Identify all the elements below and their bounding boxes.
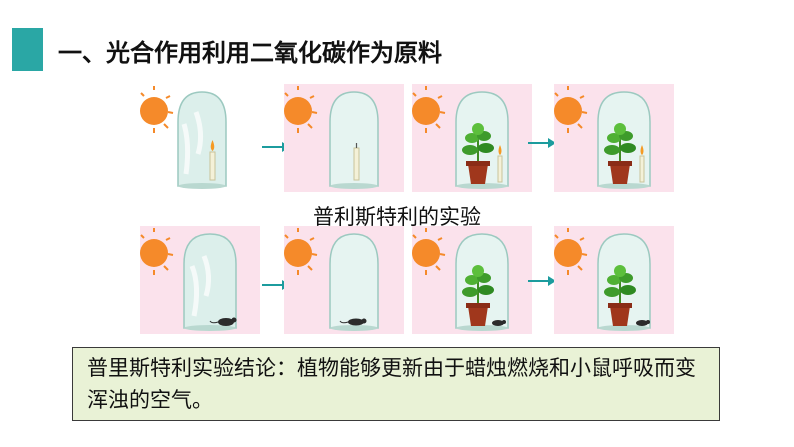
- arrow-icon: [528, 276, 556, 286]
- experiment-panel-candle-4: [554, 84, 674, 192]
- mouse-icon: [339, 318, 367, 326]
- mouse-icon: [492, 320, 506, 326]
- potted-plant-icon: [604, 123, 636, 184]
- potted-plant-icon: [462, 123, 494, 184]
- sun-icon: [554, 86, 588, 133]
- title-accent-bar: [12, 28, 43, 71]
- sun-icon: [140, 86, 174, 133]
- potted-plant-icon: [604, 265, 636, 326]
- mouse-icon: [636, 320, 650, 326]
- experiment-caption: 普利斯特利的实验: [313, 205, 481, 229]
- candle-out-icon: [353, 143, 360, 181]
- candle-icon: [497, 145, 503, 183]
- arrow-icon: [528, 138, 556, 148]
- experiment-panel-candle-3: [412, 84, 532, 192]
- sun-icon: [412, 228, 446, 275]
- potted-plant-icon: [462, 265, 494, 326]
- sun-icon: [412, 86, 446, 133]
- sun-icon: [554, 228, 588, 275]
- bell-jar: [177, 91, 227, 189]
- page-title: 一、光合作用利用二氧化碳作为原料: [58, 39, 442, 67]
- candle-icon: [209, 140, 216, 181]
- experiment-panel-candle-1: [140, 84, 260, 192]
- sun-icon: [140, 228, 174, 275]
- sun-icon: [284, 228, 318, 275]
- sun-icon: [284, 86, 318, 133]
- experiment-panel-mouse-4: [554, 226, 674, 334]
- experiment-panel-mouse-3: [412, 226, 532, 334]
- bell-jar: [329, 233, 379, 331]
- conclusion-box: 普里斯特利实验结论：植物能够更新由于蜡烛燃烧和小鼠呼吸而变浑浊的空气。: [72, 347, 720, 421]
- candle-icon: [639, 145, 645, 183]
- experiment-panel-mouse-1: [140, 226, 260, 334]
- mouse-icon: [209, 317, 237, 326]
- bell-jar: [183, 233, 237, 331]
- bell-jar: [329, 91, 379, 189]
- experiment-panel-candle-2: [284, 84, 404, 192]
- experiment-panel-mouse-2: [284, 226, 404, 334]
